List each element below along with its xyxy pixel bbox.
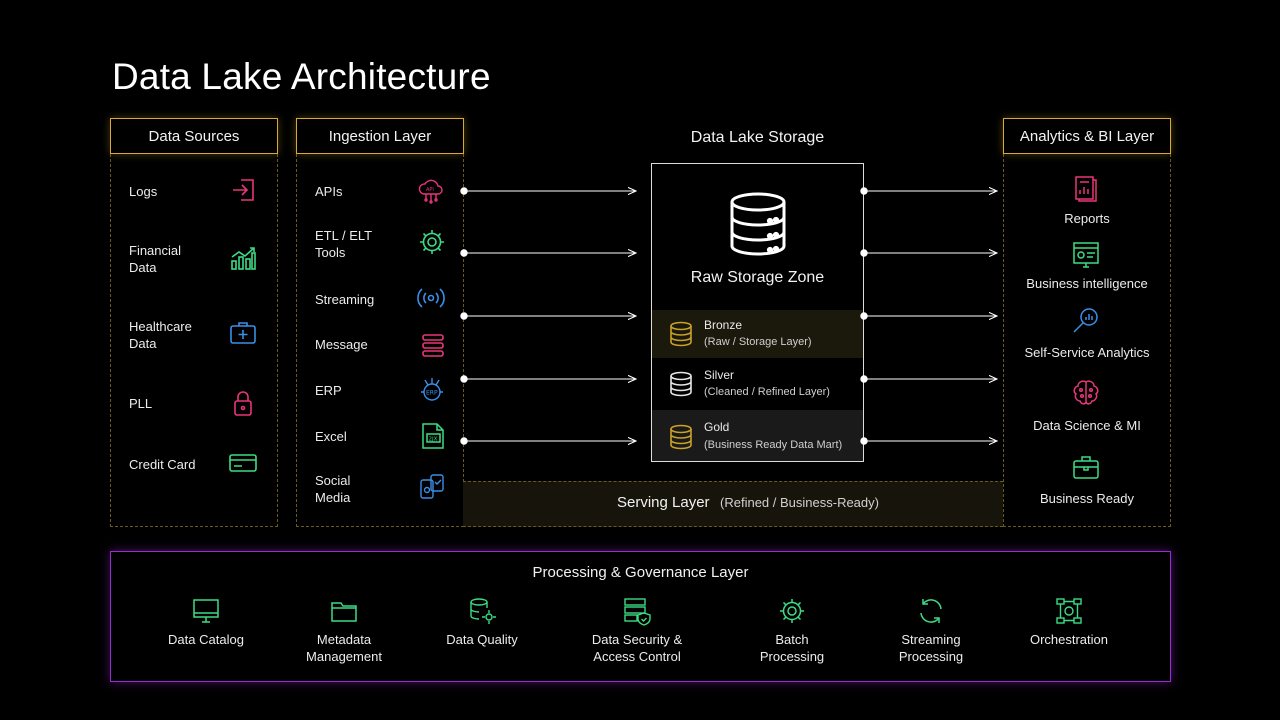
svg-text:2JX: 2JX [429, 437, 438, 443]
source-healthcare-label: Healthcare Data [129, 319, 192, 351]
magnifier-chart-icon [1071, 306, 1101, 336]
source-pll-label: PLL [129, 396, 153, 411]
serving-layer-sub: (Refined / Business-Ready) [720, 495, 879, 510]
storage-header: Data Lake Storage [690, 129, 825, 146]
analytics-column [1003, 154, 1171, 527]
broadcast-icon [416, 283, 446, 313]
serving-layer-title: Serving Layer [617, 494, 710, 511]
ingest-streaming-label: Streaming [315, 292, 375, 307]
analytics-data-science-label: Data Science & MI [1033, 418, 1141, 433]
source-logs-label: Logs [129, 184, 158, 199]
ingest-erp-label: ERP [315, 383, 342, 398]
analytics-business-ready-label: Business Ready [1040, 491, 1134, 506]
raw-storage-zone-label: Raw Storage Zone [690, 269, 825, 286]
tier-bronze-sub: (Raw / Storage Layer) [704, 336, 812, 348]
governance-panel [110, 551, 1171, 682]
tier-silver-sub: (Cleaned / Refined Layer) [704, 386, 830, 398]
erp-chip-icon: ERP [417, 375, 447, 405]
gear-icon [777, 596, 807, 626]
dashboard-icon [1071, 240, 1101, 270]
svg-text:API: API [426, 187, 434, 193]
analytics-header: Analytics & BI Layer [1003, 118, 1171, 154]
source-financial-label: Financial Data [129, 243, 182, 275]
governance-header: Processing & Governance Layer [532, 564, 749, 581]
message-stack-icon [418, 330, 448, 360]
ingest-apis-label: APIs [315, 184, 343, 199]
monitor-icon [191, 596, 221, 626]
database-gear-icon [467, 596, 497, 626]
folder-icon [329, 596, 359, 626]
bar-chart-icon [228, 243, 258, 273]
tier-gold-name: Gold [704, 420, 730, 434]
login-icon [229, 175, 259, 205]
gear-icon [417, 227, 447, 257]
serving-layer [463, 481, 1003, 527]
gold-database-icon [668, 424, 694, 450]
ingest-etl-label: ETL / ELT Tools [315, 228, 373, 260]
gov-orchestration-label: Orchestration [1029, 632, 1109, 647]
tier-silver-name: Silver [704, 368, 735, 382]
ingest-excel-label: Excel [315, 429, 347, 444]
tier-bronze: Bronze (Raw / Storage Layer) [652, 310, 863, 358]
credit-card-icon [228, 448, 258, 478]
data-sources-header: Data Sources [110, 118, 278, 154]
tier-bronze-name: Bronze [704, 318, 743, 332]
gov-streaming-label: Streaming Processing [898, 632, 964, 664]
gov-security-label: Data Security & Access Control [591, 632, 683, 664]
ingest-message-label: Message [315, 337, 368, 352]
social-media-icon [417, 472, 447, 502]
gov-metadata-label: Metadata Management [306, 632, 382, 664]
svg-text:ERP: ERP [426, 390, 438, 397]
gov-data-catalog-label: Data Catalog [168, 632, 244, 647]
api-cloud-icon: API [416, 176, 446, 206]
bronze-database-icon [668, 321, 694, 347]
data-sources-column [110, 154, 278, 527]
gov-batch-label: Batch Processing [759, 632, 825, 664]
serving-layer-label: Serving Layer (Refined / Business-Ready) [463, 494, 1033, 512]
ingestion-column [296, 154, 464, 527]
briefcase-icon [1071, 452, 1101, 482]
silver-database-icon [668, 371, 694, 397]
excel-file-icon: 2JX [418, 421, 448, 451]
tier-gold-sub: (Business Ready Data Mart) [704, 439, 843, 451]
database-icon [728, 192, 788, 256]
page-title: Data Lake Architecture [112, 56, 491, 97]
workflow-icon [1054, 596, 1084, 626]
server-shield-icon [622, 596, 652, 626]
analytics-reports-label: Reports [1064, 211, 1110, 226]
gov-data-quality-label: Data Quality [446, 632, 518, 647]
report-icon [1071, 174, 1101, 204]
analytics-self-service-label: Self-Service Analytics [1024, 345, 1150, 360]
ingest-social-label: Social Media [315, 473, 351, 505]
tier-silver: Silver (Cleaned / Refined Layer) [652, 360, 863, 408]
lock-icon [228, 388, 258, 418]
ingestion-header: Ingestion Layer [296, 118, 464, 154]
medical-kit-icon [228, 318, 258, 348]
analytics-bi-label: Business intelligence [1026, 276, 1148, 291]
tier-gold: Gold (Business Ready Data Mart) [652, 410, 863, 461]
brain-icon [1071, 378, 1101, 408]
refresh-icon [916, 596, 946, 626]
source-credit-card-label: Credit Card [129, 457, 196, 472]
